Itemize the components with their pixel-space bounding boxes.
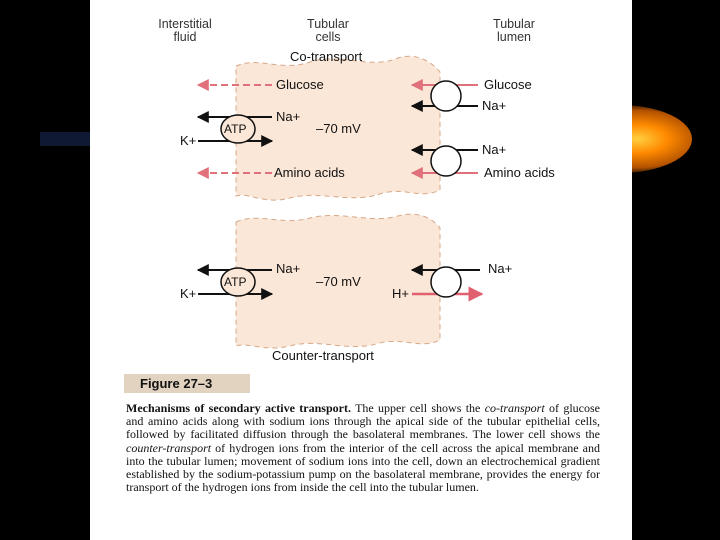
k-label-lower: K+ <box>180 286 197 301</box>
header-cells-line2: cells <box>315 30 341 44</box>
upper-cell <box>235 55 441 201</box>
header-interstitial: Interstitial fluid <box>130 18 240 44</box>
glucose-carrier <box>430 80 462 112</box>
atp-pump-upper <box>220 114 256 144</box>
glucose-label-left: Glucose <box>276 77 324 92</box>
na-label-right-2: Na+ <box>482 142 507 157</box>
caption-part1: The upper cell shows the <box>350 401 485 415</box>
caption-lead: Mechanisms of secondary active transport… <box>126 401 351 415</box>
figure-caption: Mechanisms of secondary active transport… <box>126 401 600 495</box>
header-cells-line1: Tubular <box>307 17 349 31</box>
header-interstitial-line1: Interstitial <box>158 17 212 31</box>
caption-em2: counter-transport <box>126 440 212 455</box>
caption-em1: co-transport <box>484 401 545 415</box>
caption-part3: of hydrogen ions from the interior of th… <box>126 440 600 495</box>
blue-band <box>40 132 100 146</box>
atp-pump-lower <box>220 267 256 297</box>
atp-label-lower: ATP <box>224 275 247 289</box>
voltage-lower: –70 mV <box>316 274 361 289</box>
figure-label: Figure 27–3 <box>124 374 250 393</box>
co-transport-title: Co-transport <box>290 49 363 64</box>
k-label-upper: K+ <box>180 133 197 148</box>
na-label-lower-right: Na+ <box>488 261 513 276</box>
header-lumen-line2: lumen <box>496 30 532 44</box>
header-tubular-lumen: Tubular lumen <box>476 18 552 44</box>
header-interstitial-line2: fluid <box>173 30 197 44</box>
amino-label-left: Amino acids <box>274 165 345 180</box>
h-label: H+ <box>392 286 409 301</box>
header-lumen-line1: Tubular <box>493 17 535 31</box>
amino-carrier <box>430 145 462 177</box>
voltage-upper: –70 mV <box>316 121 361 136</box>
atp-label-upper: ATP <box>224 122 247 136</box>
amino-label-right: Amino acids <box>484 165 555 180</box>
counter-transporter <box>430 266 462 298</box>
counter-transport-title: Counter-transport <box>272 348 374 363</box>
caption-part2: of glucose and amino acids along with so… <box>126 401 600 442</box>
na-label-lower-left: Na+ <box>276 261 301 276</box>
na-label-right-1: Na+ <box>482 98 507 113</box>
header-tubular-cells: Tubular cells <box>288 18 368 44</box>
na-label-left: Na+ <box>276 109 301 124</box>
glucose-label-right: Glucose <box>484 77 532 92</box>
